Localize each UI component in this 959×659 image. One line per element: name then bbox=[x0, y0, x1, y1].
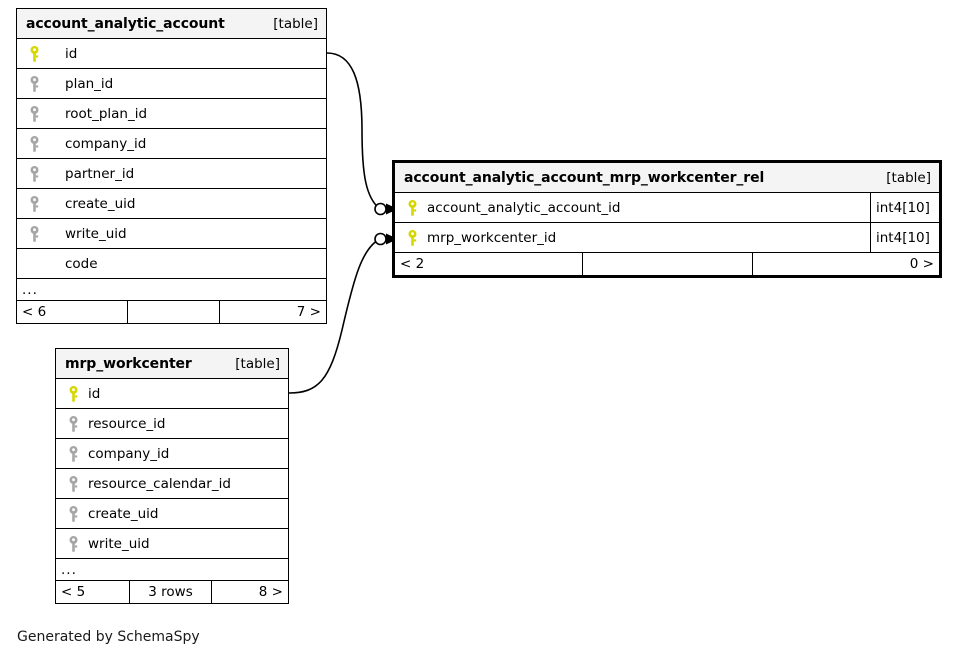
column-name: plan_id bbox=[65, 75, 114, 92]
more-columns-indicator: ... bbox=[56, 559, 288, 581]
footer-row-count bbox=[583, 253, 753, 275]
table-column-row[interactable]: resource_id bbox=[56, 409, 288, 439]
table-column-row[interactable]: company_id bbox=[56, 439, 288, 469]
table-title: account_analytic_account_mrp_workcenter_… bbox=[404, 169, 765, 186]
table-kind-label: [table] bbox=[273, 15, 318, 32]
edge-endpoint-zero-marker bbox=[374, 232, 387, 246]
column-name: write_uid bbox=[65, 225, 127, 242]
footer-row-count: 3 rows bbox=[130, 581, 212, 603]
column-name: company_id bbox=[88, 445, 170, 462]
foreign-key-icon bbox=[23, 135, 45, 152]
primary-key-icon bbox=[23, 45, 45, 62]
table-account-analytic-account-mrp-workcenter-rel[interactable]: account_analytic_account_mrp_workcenter_… bbox=[392, 160, 942, 278]
primary-key-icon bbox=[401, 199, 423, 216]
foreign-key-icon bbox=[62, 415, 84, 432]
table-column-row[interactable]: write_uid bbox=[17, 219, 326, 249]
column-name: account_analytic_account_id bbox=[427, 199, 621, 216]
table-account-analytic-account[interactable]: account_analytic_account [table] id bbox=[16, 8, 327, 324]
table-column-row[interactable]: mrp_workcenter_id int4[10] bbox=[395, 223, 939, 253]
column-name: create_uid bbox=[65, 195, 136, 212]
relationship-edge-aaa-to-rel bbox=[326, 52, 381, 210]
footer-incoming-count[interactable]: < 2 bbox=[395, 253, 583, 275]
table-kind-label: [table] bbox=[886, 169, 931, 186]
edge-endpoint-zero-marker bbox=[374, 202, 387, 216]
footer-row-count bbox=[128, 301, 220, 323]
table-column-row[interactable]: create_uid bbox=[17, 189, 326, 219]
column-name: code bbox=[65, 255, 98, 272]
table-column-row[interactable]: create_uid bbox=[56, 499, 288, 529]
column-name: partner_id bbox=[65, 165, 135, 182]
column-name: resource_id bbox=[88, 415, 166, 432]
column-name: root_plan_id bbox=[65, 105, 148, 122]
footer-outgoing-count[interactable]: 0 > bbox=[909, 256, 934, 272]
table-column-row[interactable]: write_uid bbox=[56, 529, 288, 559]
foreign-key-icon bbox=[62, 445, 84, 462]
column-name: id bbox=[65, 45, 78, 62]
table-footer: < 2 0 > bbox=[395, 253, 939, 275]
table-column-row[interactable]: root_plan_id bbox=[17, 99, 326, 129]
column-name: write_uid bbox=[88, 535, 150, 552]
table-column-row[interactable]: id bbox=[56, 379, 288, 409]
generated-by-caption: Generated by SchemaSpy bbox=[17, 629, 200, 645]
column-name: create_uid bbox=[88, 505, 159, 522]
table-column-row[interactable]: code bbox=[17, 249, 326, 279]
foreign-key-icon bbox=[23, 75, 45, 92]
column-type: int4[10] bbox=[870, 223, 939, 252]
table-kind-label: [table] bbox=[235, 355, 280, 372]
foreign-key-icon bbox=[23, 165, 45, 182]
footer-outgoing-count[interactable]: 8 > bbox=[258, 584, 283, 600]
primary-key-icon bbox=[62, 385, 84, 402]
primary-key-icon bbox=[401, 229, 423, 246]
foreign-key-icon bbox=[62, 475, 84, 492]
foreign-key-icon bbox=[23, 105, 45, 122]
footer-outgoing-count[interactable]: 7 > bbox=[296, 304, 321, 320]
footer-incoming-count[interactable]: < 5 bbox=[56, 581, 130, 603]
column-name: resource_calendar_id bbox=[88, 475, 231, 492]
more-columns-indicator: ... bbox=[17, 279, 326, 301]
foreign-key-icon bbox=[62, 505, 84, 522]
footer-incoming-count[interactable]: < 6 bbox=[17, 301, 128, 323]
table-column-row[interactable]: partner_id bbox=[17, 159, 326, 189]
table-title: account_analytic_account bbox=[26, 15, 225, 32]
foreign-key-icon bbox=[23, 225, 45, 242]
table-header: mrp_workcenter [table] bbox=[56, 349, 288, 379]
column-name: mrp_workcenter_id bbox=[427, 229, 557, 246]
column-name: company_id bbox=[65, 135, 147, 152]
table-column-row[interactable]: resource_calendar_id bbox=[56, 469, 288, 499]
table-title: mrp_workcenter bbox=[65, 355, 192, 372]
table-header: account_analytic_account [table] bbox=[17, 9, 326, 39]
table-footer: < 5 3 rows 8 > bbox=[56, 581, 288, 603]
table-footer: < 6 7 > bbox=[17, 301, 326, 323]
table-column-row[interactable]: account_analytic_account_id int4[10] bbox=[395, 193, 939, 223]
column-type: int4[10] bbox=[870, 193, 939, 222]
table-mrp-workcenter[interactable]: mrp_workcenter [table] id bbox=[55, 348, 289, 604]
table-column-row[interactable]: plan_id bbox=[17, 69, 326, 99]
foreign-key-icon bbox=[62, 535, 84, 552]
foreign-key-icon bbox=[23, 195, 45, 212]
table-column-row[interactable]: company_id bbox=[17, 129, 326, 159]
column-name: id bbox=[88, 385, 101, 402]
table-column-row[interactable]: id bbox=[17, 39, 326, 69]
table-header: account_analytic_account_mrp_workcenter_… bbox=[395, 163, 939, 193]
